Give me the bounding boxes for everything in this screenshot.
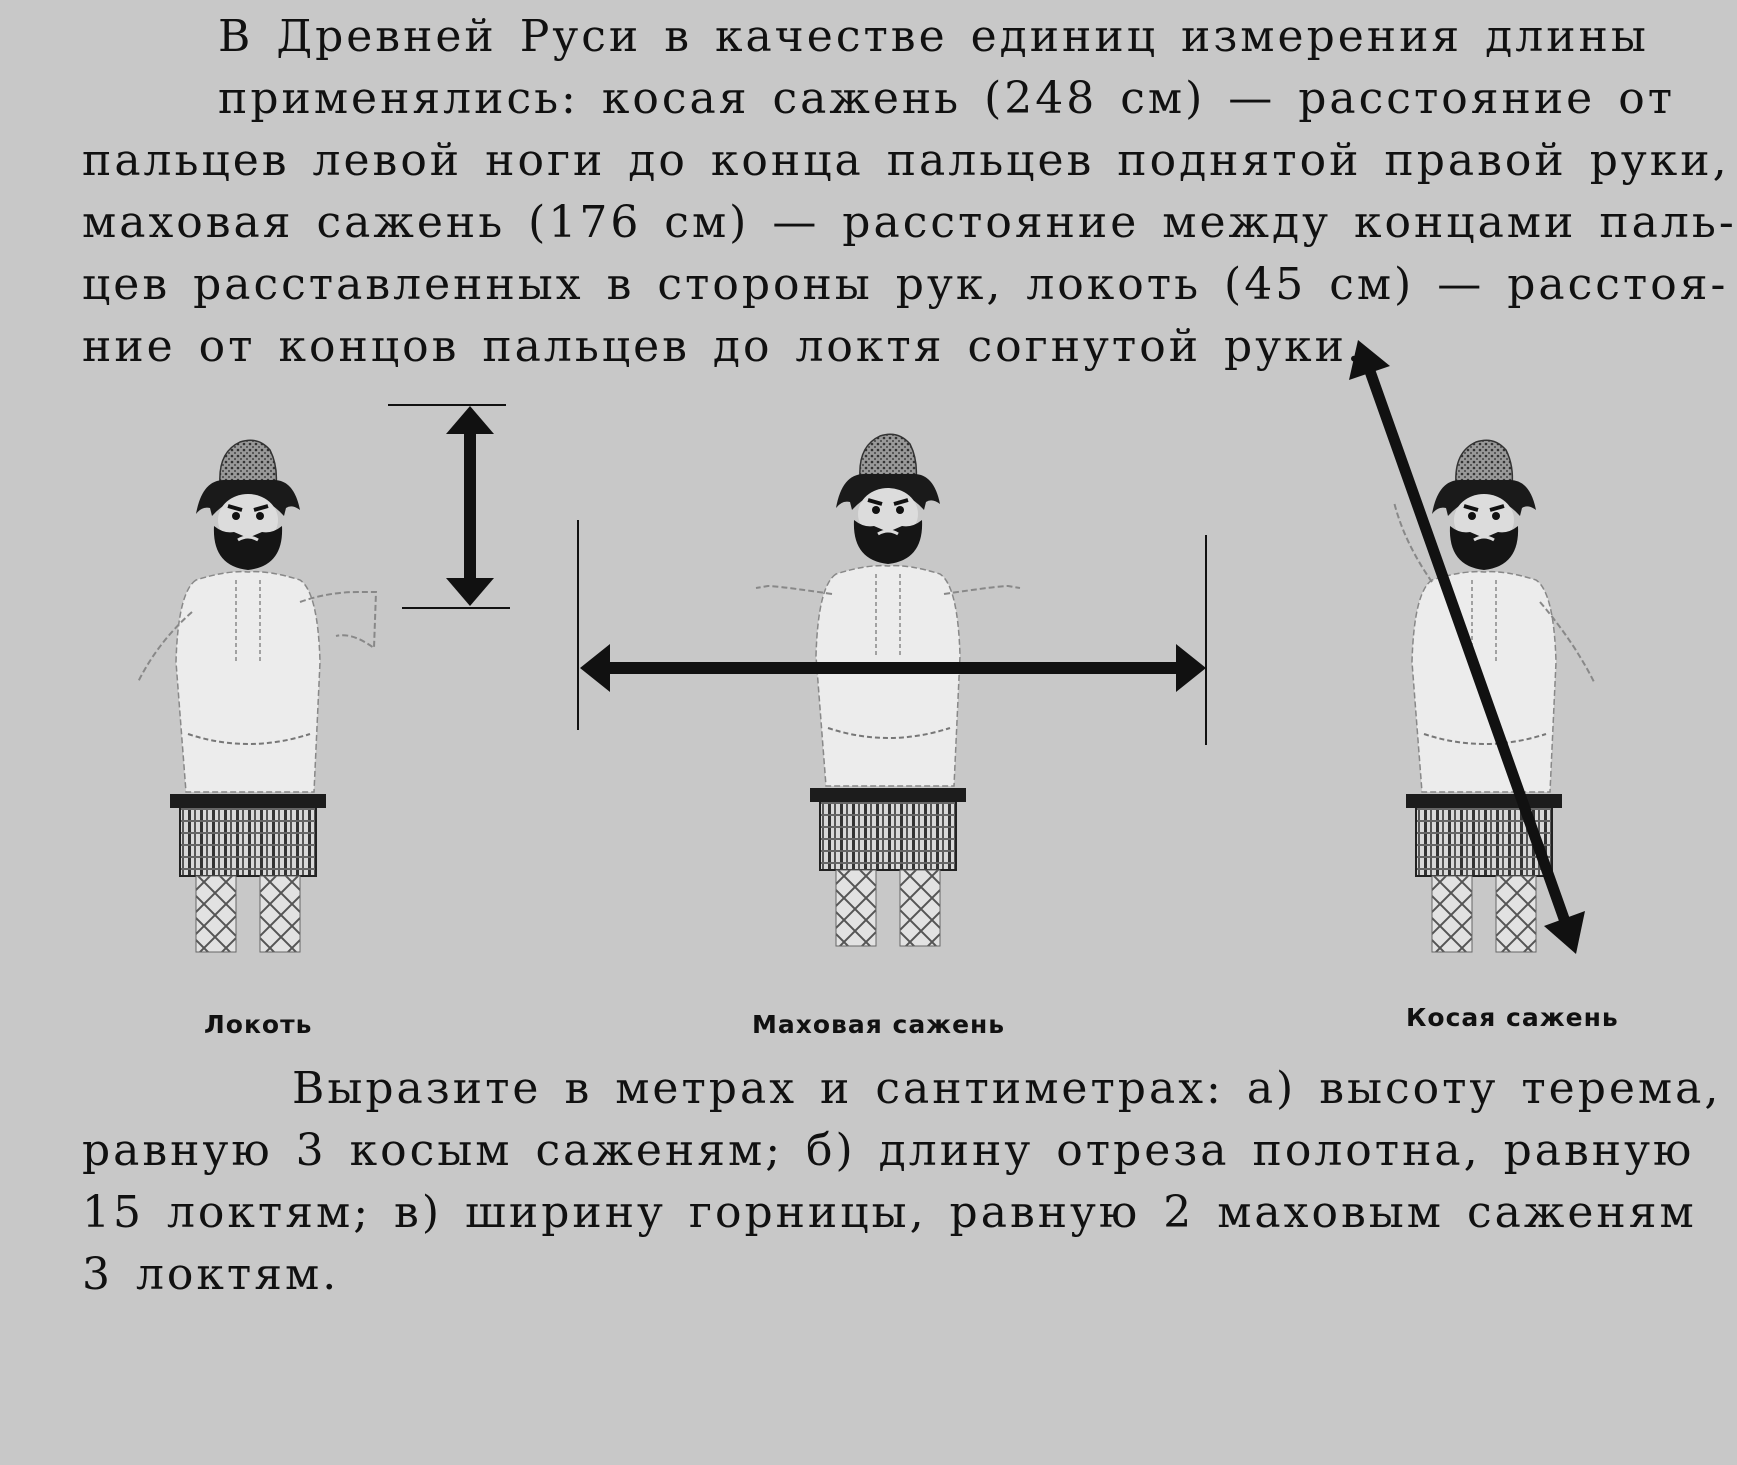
swing-fathom-figure [755,432,1021,948]
oblique-fathom-measure-arrow [1349,340,1585,954]
elbow-measure-arrow [388,404,510,609]
caption-swing-fathom: Маховая сажень [752,1010,1006,1039]
task-line: 3 локтям. [82,1249,340,1300]
task-line: 15 локтям; в) ширину горницы, равную 2 м… [82,1187,1697,1238]
intro-line: цев расставленных в стороны рук, локоть … [82,259,1729,310]
oblique-fathom-figure [1393,438,1595,954]
caption-elbow: Локоть [204,1010,313,1039]
caption-oblique-fathom: Косая сажень [1406,1003,1619,1032]
intro-paragraph: В Древней Руси в качестве единиц измерен… [82,6,1737,378]
intro-line: маховая сажень (176 см) — расстояние меж… [82,197,1737,248]
elbow-figure [137,438,378,954]
task-paragraph: Выразите в метрах и сантиметрах: а) высо… [82,1058,1722,1306]
task-line: Выразите в метрах и сантиметрах: а) высо… [292,1063,1722,1114]
swing-fathom-measure-arrow [577,520,1207,745]
intro-line: применялись: косая сажень (248 см) — рас… [218,73,1676,124]
measurement-illustration [137,340,1595,954]
intro-line: ние от концов пальцев до локтя согнутой … [82,321,1364,372]
task-line: равную 3 косым саженям; б) длину отреза … [82,1125,1695,1176]
intro-line: В Древней Руси в качестве единиц измерен… [218,11,1649,62]
intro-line: пальцев левой ноги до конца пальцев подн… [82,135,1730,186]
